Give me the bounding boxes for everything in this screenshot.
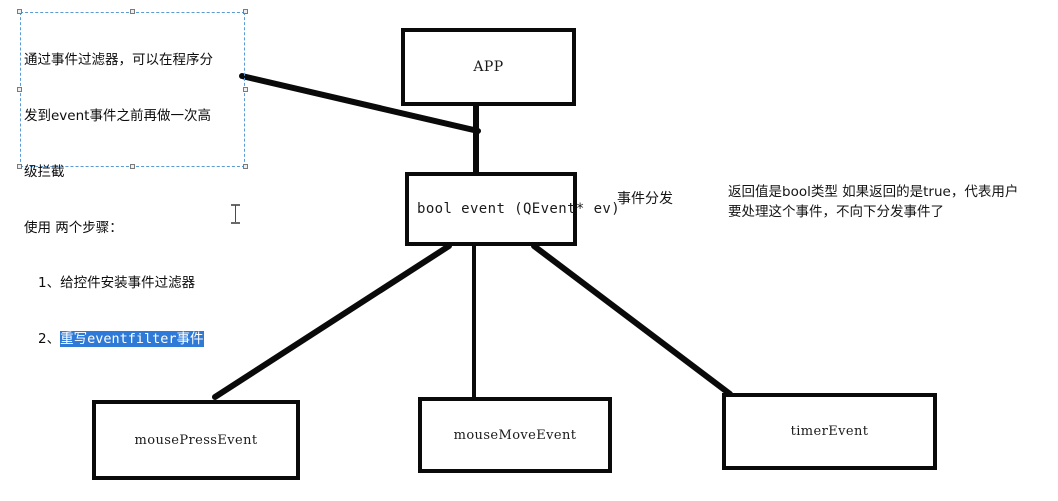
node-app-label: APP: [473, 59, 504, 75]
ibeam-cap-bottom: [231, 222, 240, 224]
text-line-4: 使用 两个步骤：: [24, 219, 123, 236]
annotation-event-dispatch: 事件分发: [617, 191, 673, 207]
node-event-label: bool event (QEvent* ev): [417, 201, 621, 217]
selection-handle-n[interactable]: [130, 9, 135, 14]
node-mouse-move-event[interactable]: mouseMoveEvent: [418, 397, 612, 473]
node-event[interactable]: bool event (QEvent* ev): [405, 172, 620, 246]
annotation-return-value-note: 返回值是bool类型 如果返回的是true，代表用户要处理这个事件，不向下分发事…: [728, 184, 1019, 220]
selection-handle-s[interactable]: [130, 164, 135, 169]
selection-handle-nw[interactable]: [17, 9, 22, 14]
selection-handle-e[interactable]: [243, 87, 248, 92]
text-selection-highlight[interactable]: 重写eventfilter事件: [60, 331, 204, 348]
node-timer-event-label: timerEvent: [790, 424, 869, 439]
text-line-1: 通过事件过滤器，可以在程序分: [24, 52, 213, 69]
node-mouse-press-event[interactable]: mousePressEvent: [92, 400, 300, 480]
selection-handle-se[interactable]: [243, 164, 248, 169]
node-mouse-press-event-label: mousePressEvent: [134, 432, 258, 448]
selection-handle-w[interactable]: [17, 87, 22, 92]
text-line-2: 发到event事件之前再做一次高: [24, 107, 211, 124]
text-line-6: 2、重写eventfilter事件: [24, 330, 246, 349]
text-line-5: 1、给控件安装事件过滤器: [38, 275, 196, 292]
ibeam-stem: [235, 205, 236, 223]
connector-event-to-timer: [531, 243, 733, 397]
text-cursor-icon: [231, 203, 240, 225]
selection-handle-ne[interactable]: [243, 9, 248, 14]
node-app[interactable]: APP: [401, 28, 576, 106]
selection-handle-sw[interactable]: [17, 164, 22, 169]
text-line-6-prefix: 2、: [38, 331, 61, 348]
text-box-selection-frame[interactable]: 通过事件过滤器，可以在程序分 发到event事件之前再做一次高 级拦截 使用 两…: [20, 12, 245, 348]
connector-event-to-mousepress: [212, 243, 452, 400]
node-mouse-move-event-label: mouseMoveEvent: [453, 427, 577, 443]
text-box-content[interactable]: 通过事件过滤器，可以在程序分 发到event事件之前再做一次高 级拦截 使用 两…: [24, 14, 246, 386]
node-timer-event[interactable]: timerEvent: [722, 393, 937, 470]
text-line-3: 级拦截: [24, 163, 65, 180]
